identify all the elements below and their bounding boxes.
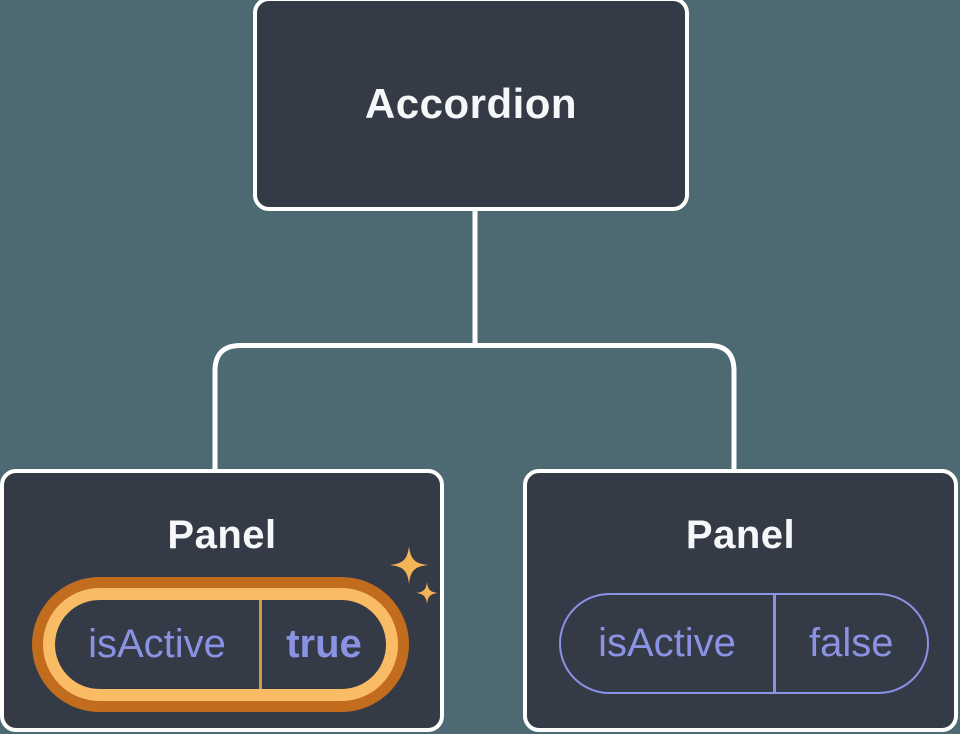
state-value-cell: true [262, 600, 386, 689]
state-name-label: isActive [88, 622, 226, 666]
pill-divider [259, 600, 262, 689]
state-value-label: true [286, 622, 362, 666]
state-name-cell: isActive [55, 600, 259, 689]
state-pill-inactive: isActive false [559, 593, 929, 694]
panel-title: Panel [167, 513, 277, 557]
panel-node-inactive: Panel isActive false [523, 469, 958, 732]
accordion-node: Accordion [253, 0, 689, 211]
accordion-label: Accordion [364, 80, 578, 127]
pill-divider [773, 595, 776, 692]
branch-line [212, 343, 737, 471]
panel-title: Panel [685, 513, 796, 557]
state-name-cell: isActive [561, 595, 773, 692]
sparkle-small [416, 582, 438, 604]
state-name-label: isActive [598, 621, 736, 665]
panel-node-active: Panel isActive true [0, 469, 444, 732]
state-value-label: false [809, 621, 894, 665]
state-pill-active: isActive true [43, 588, 398, 701]
state-value-cell: false [776, 595, 928, 692]
